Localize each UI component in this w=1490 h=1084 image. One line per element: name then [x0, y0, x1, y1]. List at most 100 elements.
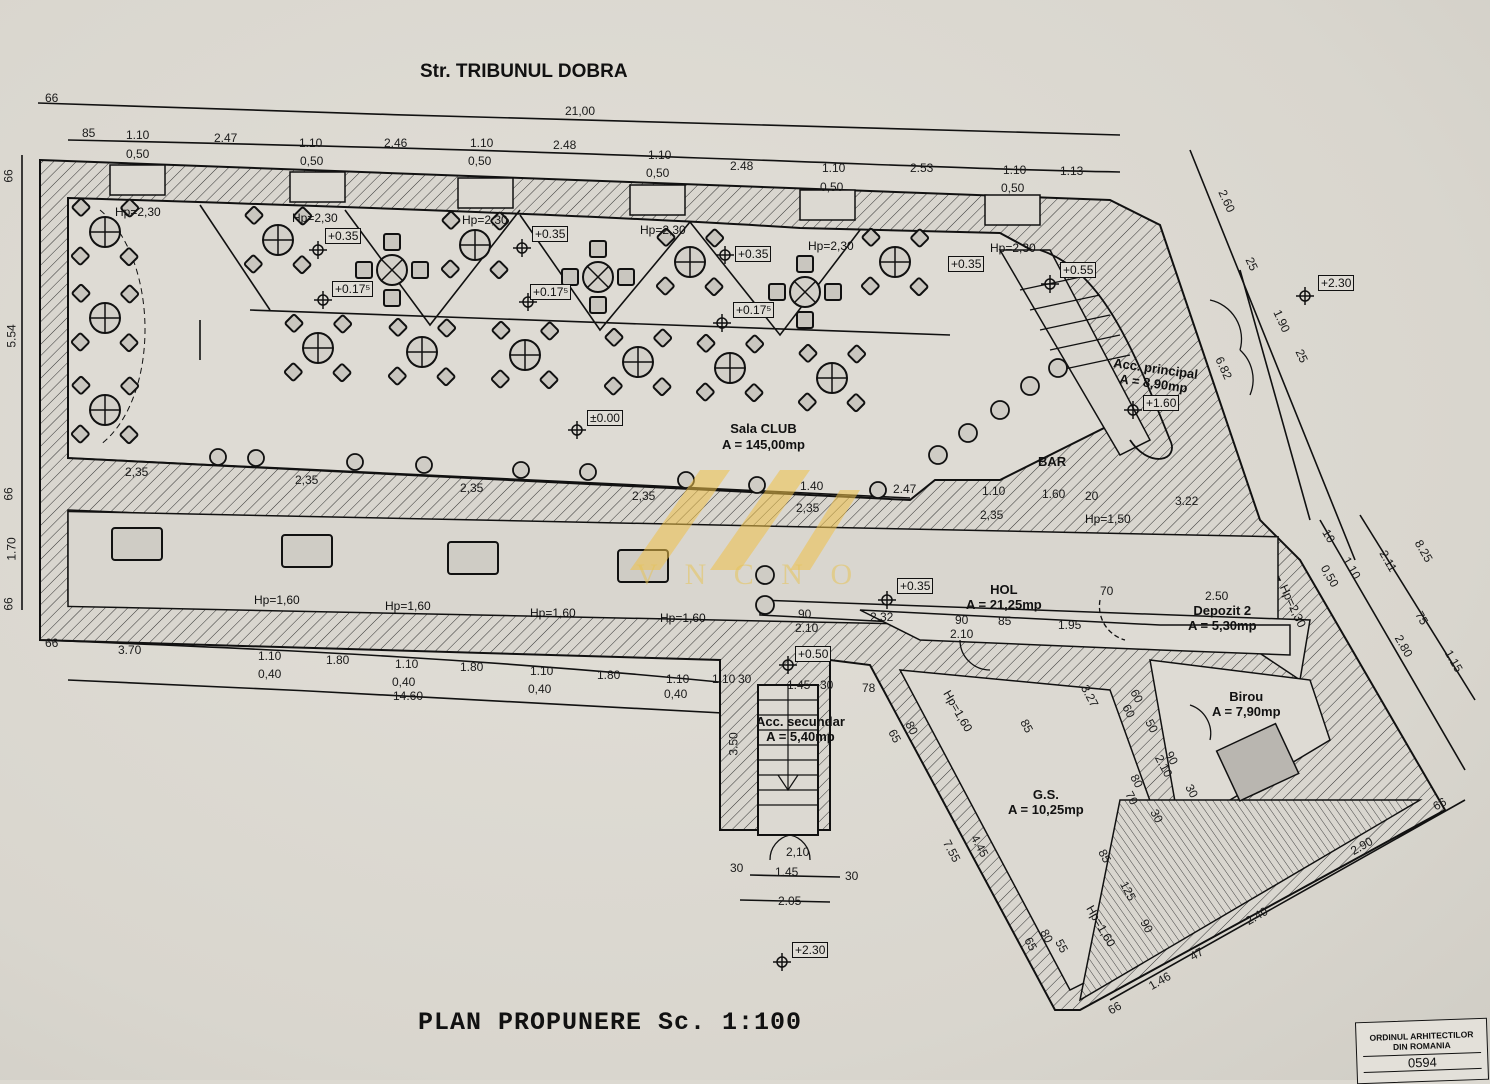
dimension: 2.48 [553, 138, 577, 152]
dimension: 0,40 [392, 675, 416, 689]
room-area: A = 5,30mp [1188, 618, 1257, 633]
dimension: 30 [730, 861, 744, 875]
dimension: 1.10 [470, 136, 494, 150]
dimension: 0,40 [664, 687, 688, 701]
dimension: 2.50 [1205, 589, 1229, 603]
room-acc-secundar: Acc. secundar A = 5,40mp [756, 715, 845, 743]
dimension: 30 [820, 678, 834, 692]
height-label: Hp=1,60 [530, 606, 576, 620]
room-bar: BAR [1038, 455, 1066, 468]
dimension: 5.54 [4, 324, 19, 348]
height-label: Hp=2,30 [462, 213, 508, 227]
dimension: 78 [862, 681, 876, 695]
height-label: Hp=1,60 [385, 599, 431, 613]
room-birou: Birou A = 7,90mp [1212, 690, 1281, 718]
dimension: 2,35 [125, 465, 149, 479]
dimension: 1.60 [1042, 487, 1066, 501]
street-label: Str. TRIBUNUL DOBRA [420, 61, 628, 82]
dimension: 0,40 [258, 667, 282, 681]
dimension: 20 [1085, 489, 1099, 503]
dimension: 2,35 [295, 473, 319, 487]
dimension: 1.10 [126, 128, 150, 142]
room-name: HOL [990, 582, 1018, 597]
dimension: 30 [738, 672, 752, 686]
level-tag: +0.35 [948, 256, 985, 272]
height-label: Hp=2,30 [640, 223, 686, 237]
dimension: 1.10 [530, 664, 554, 678]
level-tag: +2.30 [1318, 275, 1355, 291]
dimension: 21,00 [565, 104, 596, 118]
dimension: 66 [45, 636, 59, 650]
level-tag: +0.50 [795, 646, 832, 662]
room-area: A = 145,00mp [722, 437, 805, 452]
dimension: 1.80 [326, 653, 350, 667]
level-tag: +0.35 [532, 226, 569, 242]
dimension: 2,35 [460, 481, 484, 495]
dimension: 66 [1, 597, 16, 611]
dimension: 1.10 [299, 136, 323, 150]
dimension: 2.47 [893, 482, 917, 496]
level-tag: +0.35 [325, 228, 362, 244]
room-name: Sala CLUB [730, 421, 797, 436]
room-area: A = 21,25mp [966, 597, 1042, 612]
dimension: 1.10 [982, 484, 1006, 498]
height-label: Hp=2,30 [808, 239, 854, 253]
dimension: 66 [1, 169, 16, 183]
dimension: 1.10 [258, 649, 282, 663]
dimension: 1.40 [800, 479, 824, 493]
dimension: 14.60 [393, 689, 424, 703]
dimension: 1.10 [712, 672, 736, 686]
watermark-text: V N C N O [636, 558, 863, 591]
level-tag: +0.35 [897, 578, 934, 594]
dimension: 2.32 [870, 610, 894, 624]
dimension: 85 [82, 126, 96, 140]
level-tag: +0.55 [1060, 262, 1097, 278]
stamp-line-1: ORDINUL ARHITECTILOR DIN ROMANIA [1356, 1029, 1487, 1054]
height-label: Hp=2,30 [115, 205, 161, 219]
dimension: 0,50 [646, 166, 670, 180]
height-label: Hp=1,60 [254, 593, 300, 607]
level-tag: +1.60 [1143, 395, 1180, 411]
level-tag: ±0.00 [587, 410, 623, 426]
dimension: 1.70 [4, 537, 19, 561]
architect-stamp: ORDINUL ARHITECTILOR DIN ROMANIA 0594 [1354, 1017, 1490, 1084]
level-tag: +2.30 [792, 942, 829, 958]
dimension: 3.22 [1175, 494, 1199, 508]
room-name: Depozit 2 [1193, 603, 1252, 618]
dimension: 90 [798, 607, 812, 621]
dimension: 30 [845, 869, 859, 883]
dimension: 2,35 [980, 508, 1004, 522]
dimension: 2,10 [786, 845, 810, 859]
level-tag: +0.17⁵ [332, 281, 374, 297]
room-name: G.S. [1032, 787, 1059, 802]
dimension: 3.50 [726, 732, 741, 756]
height-label: Hp=2,30 [990, 241, 1036, 255]
dimension: 0,50 [300, 154, 324, 168]
drawing-title: PLAN PROPUNERE Sc. 1:100 [418, 1008, 803, 1037]
height-label: Hp=1,60 [660, 611, 706, 625]
dimension: 0,50 [820, 180, 844, 194]
dimension: 1.10 [395, 657, 419, 671]
dimension: 1.45 [775, 865, 799, 879]
dimension: 2.48 [730, 159, 754, 173]
dimension: 2,35 [632, 489, 656, 503]
dimension: 1.10 [1003, 163, 1027, 177]
height-label: Hp=2,30 [292, 211, 338, 225]
dimension: 2.47 [214, 131, 238, 145]
dimension: 2.10 [950, 627, 974, 641]
dimension: 0,50 [468, 154, 492, 168]
height-label: Hp=1,50 [1085, 512, 1131, 526]
level-tag: +0.17⁵ [733, 302, 775, 318]
dimension: 1.10 [822, 161, 846, 175]
room-name: Acc. secundar [756, 714, 845, 729]
dimension: 2.53 [910, 161, 934, 175]
dimension: 90 [955, 613, 969, 627]
dimension: 2.10 [795, 621, 819, 635]
dimension: 0,50 [1001, 181, 1025, 195]
level-tag: +0.17⁵ [530, 284, 572, 300]
dimension: 3.70 [118, 643, 142, 657]
room-gs: G.S. A = 10,25mp [1008, 788, 1084, 816]
dimension: 66 [1, 487, 16, 501]
room-depozit-2: Depozit 2 A = 5,30mp [1188, 604, 1257, 632]
room-name: Birou [1229, 689, 1264, 704]
